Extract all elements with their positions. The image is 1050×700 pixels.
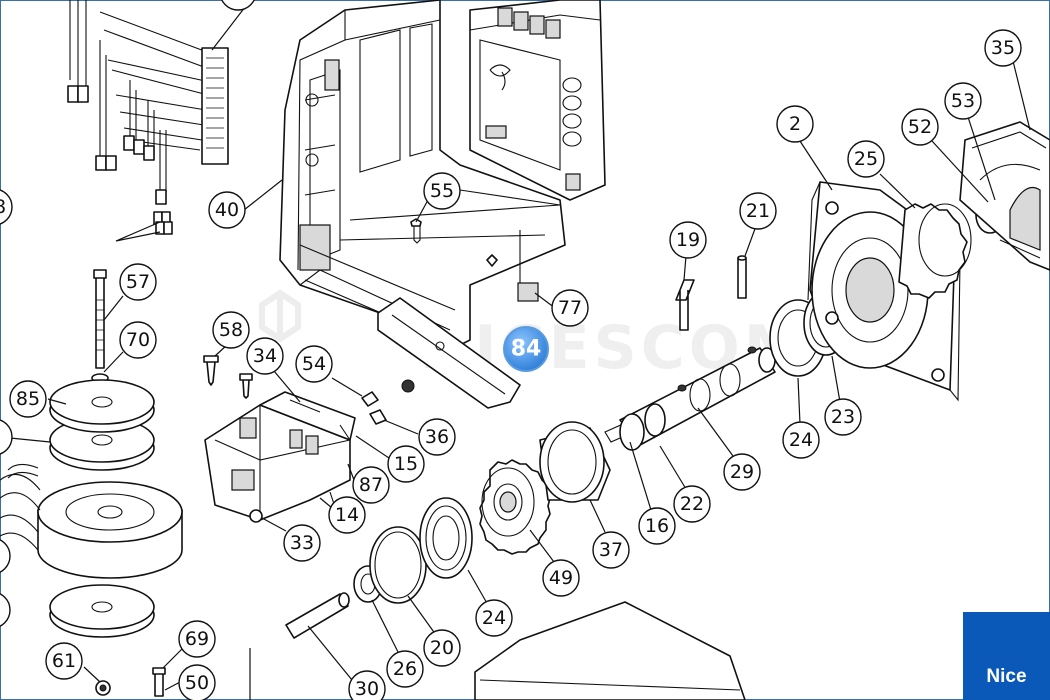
callout: 26 — [386, 650, 424, 688]
base-cover — [474, 601, 746, 700]
callout-label: 24 — [482, 607, 506, 629]
callout: 69 — [178, 620, 216, 658]
callout-label: 26 — [393, 658, 417, 680]
callout-label: 88 — [0, 196, 6, 218]
callout-label: 36 — [425, 426, 449, 448]
callout: 87 — [352, 466, 390, 504]
callout-label: 15 — [394, 453, 418, 475]
callout-label: 54 — [302, 353, 326, 375]
callout: 77 — [551, 289, 589, 327]
motor-assembly — [0, 379, 183, 638]
callout: 88 — [0, 189, 13, 225]
callout-label: 58 — [219, 319, 243, 341]
callout-label: 57 — [126, 271, 150, 293]
control-board — [469, 0, 606, 201]
watermark-icon — [259, 289, 301, 343]
callout: 34 — [246, 337, 284, 375]
callout-label: 53 — [951, 90, 975, 112]
callout-label: 23 — [831, 406, 855, 428]
cover-plate — [377, 297, 521, 409]
callout: 53 — [944, 82, 982, 120]
callout-label: 52 — [908, 116, 932, 138]
callout: 22 — [673, 485, 711, 523]
callout-label: 19 — [676, 229, 700, 251]
callout-label: 21 — [746, 200, 770, 222]
callout-label: 35 — [991, 37, 1015, 59]
callout: 50 — [178, 664, 216, 700]
callout: 15 — [387, 445, 425, 483]
callout: 16 — [638, 507, 676, 545]
end-cover — [959, 121, 1050, 271]
callout: 61 — [45, 642, 83, 680]
leader-lines — [9, 0, 1031, 700]
callout: 70 — [119, 321, 157, 359]
callout-label: 61 — [52, 650, 76, 672]
callout: 49 — [542, 559, 580, 597]
callout-label: 20 — [430, 637, 454, 659]
screws — [91, 218, 422, 697]
callout-label: 22 — [680, 493, 704, 515]
callout: 5 — [0, 419, 13, 455]
callout-label: 50 — [185, 672, 209, 694]
logo-text: Nice — [986, 666, 1027, 687]
callout: 24 — [782, 421, 820, 459]
callout-label: 69 — [185, 628, 209, 650]
badge-label: 84 — [511, 337, 542, 362]
callout-label: 33 — [290, 532, 314, 554]
callout-label: 87 — [359, 474, 383, 496]
callout: 36 — [418, 418, 456, 456]
limit-switch-assembly — [204, 391, 356, 523]
callout-label: 55 — [430, 180, 454, 202]
callout: 88 — [221, 0, 255, 11]
callout-label: 77 — [558, 297, 582, 319]
callout: 0 — [0, 593, 11, 627]
callout: 54 — [295, 345, 333, 383]
callout-label: 30 — [355, 678, 379, 700]
callout-label: 40 — [215, 199, 239, 221]
callout-label: 29 — [730, 461, 754, 483]
callout: 37 — [592, 531, 630, 569]
callout-label: 16 — [645, 515, 669, 537]
callout-label: 2 — [789, 113, 801, 135]
callout: 14 — [328, 496, 366, 534]
callout: 57 — [119, 263, 157, 301]
nice-logo: Nice — [963, 612, 1050, 700]
callout: 4 — [0, 539, 11, 573]
callout-label: 70 — [126, 329, 150, 351]
small-parts — [486, 254, 539, 302]
callout: 55 — [423, 172, 461, 210]
callout: 85 — [9, 380, 47, 418]
callout-label: 24 — [789, 429, 813, 451]
callout: 52 — [901, 108, 939, 146]
part-number-badge[interactable]: 84 — [503, 326, 549, 372]
wiring-harness — [67, 0, 229, 235]
callout: 20 — [423, 629, 461, 667]
callout: 23 — [824, 398, 862, 436]
callout: 2 — [776, 105, 814, 143]
callout-label: 25 — [854, 148, 878, 170]
callout: 40 — [208, 191, 246, 229]
callout-label: 14 — [335, 504, 359, 526]
callout: 35 — [984, 29, 1022, 67]
callout: 21 — [739, 192, 777, 230]
callout: 33 — [283, 524, 321, 562]
callout-label: 85 — [16, 388, 40, 410]
callout: 19 — [669, 221, 707, 259]
callout: 30 — [348, 670, 386, 700]
callout: 58 — [212, 311, 250, 349]
callout-label: 49 — [549, 567, 573, 589]
callout-label: 37 — [599, 539, 623, 561]
callout: 29 — [723, 453, 761, 491]
callout: 25 — [847, 140, 885, 178]
callout-label: 34 — [253, 345, 277, 367]
callout-label: 88 — [226, 0, 250, 3]
callout: 24 — [475, 599, 513, 637]
